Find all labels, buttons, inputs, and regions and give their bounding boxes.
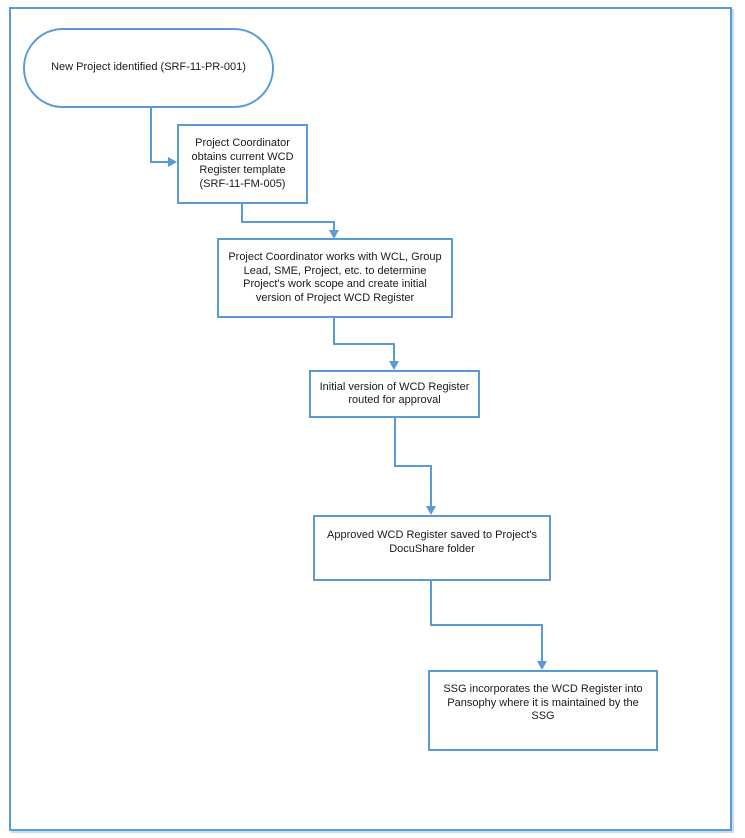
node-label-line: version of Project WCD Register [255,291,415,304]
node-label-line: obtains current WCD [191,150,294,163]
flowchart-node-obtain-template: Project Coordinator obtains current WCD … [177,124,308,204]
connector-route-to-save-arrowhead [426,506,436,515]
node-label-line: SSG incorporates the WCD Register into [443,683,643,695]
node-label-line: DocuShare folder [389,542,475,555]
flowchart-node-route-for-approval: Initial version of WCD Register routed f… [309,370,480,418]
connector-start-to-obtain-segment [150,161,169,163]
connector-obtain-to-create-segment [333,221,335,232]
node-label-line: Project's work scope and create initial [243,278,427,290]
connector-save-to-ssg-segment [430,581,432,626]
node-label-line: Initial version of WCD Register [319,380,470,393]
flowchart-node-start: New Project identified (SRF-11-PR-001) [23,28,274,108]
node-label-line: Project Coordinator works with WCL, Grou… [228,251,442,263]
connector-obtain-to-create-segment [241,221,335,223]
flowchart-node-ssg-pansophy: SSG incorporates the WCD Register into P… [428,670,658,751]
node-label-line: Register template [199,164,286,176]
node-label-line: Approved WCD Register saved to Project's [327,529,537,541]
connector-obtain-to-create-arrowhead [329,230,339,239]
node-label-line: New Project identified (SRF-11-PR-001) [51,61,246,74]
connector-save-to-ssg-arrowhead [537,661,547,670]
flowchart-node-create-initial-register: Project Coordinator works with WCL, Grou… [217,238,453,318]
connector-route-to-save-segment [394,418,396,467]
connector-create-to-route-arrowhead [389,361,399,370]
page-border [9,7,732,831]
connector-obtain-to-create-segment [241,204,243,223]
connector-create-to-route-segment [393,343,395,362]
connector-start-to-obtain-arrowhead [168,157,177,167]
connector-route-to-save-segment [394,465,432,467]
node-label-line: Project Coordinator [195,137,290,149]
connector-route-to-save-segment [430,465,432,507]
connector-start-to-obtain-segment [150,108,152,163]
node-label-line: (SRF-11-FM-005) [199,177,286,190]
node-label-line: Lead, SME, Project, etc. to determine [243,264,427,277]
connector-create-to-route-segment [333,318,335,345]
node-label-line: Pansophy where it is maintained by the [447,696,639,709]
connector-save-to-ssg-segment [430,624,543,626]
node-label-line: routed for approval [348,394,441,406]
connector-create-to-route-segment [333,343,395,345]
connector-save-to-ssg-segment [541,624,543,662]
flowchart-node-save-to-docushare: Approved WCD Register saved to Project's… [313,515,551,581]
node-label-line: SSG [531,710,555,722]
